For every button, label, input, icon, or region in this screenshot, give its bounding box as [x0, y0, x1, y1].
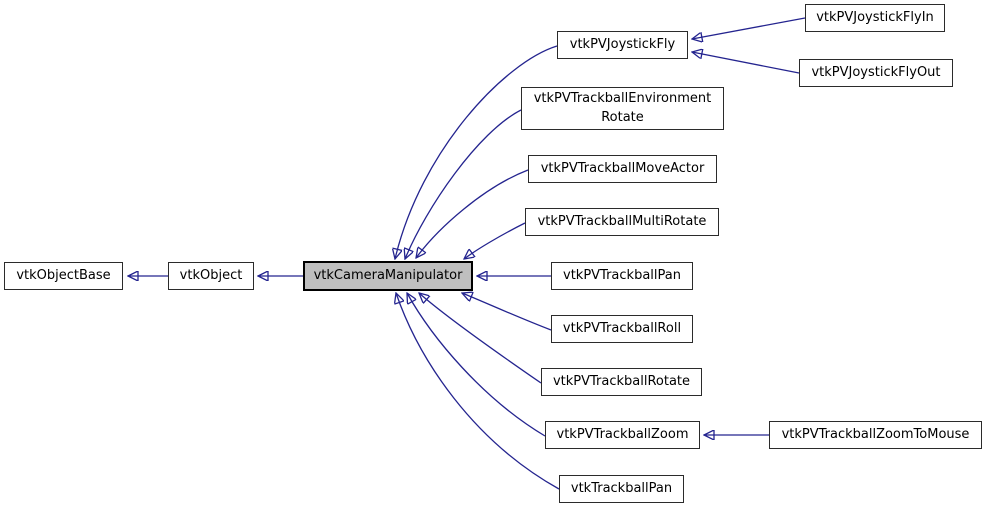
node-vtkPVJoystickFlyIn[interactable]: vtkPVJoystickFlyIn — [805, 4, 945, 32]
edge-vtkPVTrackballMultiRotate-to-vtkCameraManipulator — [464, 222, 526, 259]
node-vtkPVTrackballZoom[interactable]: vtkPVTrackballZoom — [545, 421, 700, 449]
node-vtkPVTrackballEnvironmentRotate[interactable]: vtkPVTrackballEnvironment Rotate — [521, 87, 724, 130]
node-vtkObject[interactable]: vtkObject — [168, 262, 254, 290]
node-label: vtkPVJoystickFlyIn — [816, 9, 934, 25]
edge-vtkPVJoystickFlyOut-to-vtkPVJoystickFly — [692, 52, 800, 74]
node-label: vtkPVTrackballRotate — [552, 373, 691, 389]
edge-vtkPVJoystickFlyIn-to-vtkPVJoystickFly — [692, 17, 806, 39]
node-label: vtkPVTrackballEnvironment Rotate — [533, 90, 712, 125]
node-label: vtkPVTrackballMultiRotate — [537, 213, 707, 229]
edge-vtkPVTrackballEnvironmentRotate-to-vtkCameraManipulator — [405, 109, 522, 259]
node-vtkCameraManipulator: vtkCameraManipulator — [303, 261, 473, 291]
node-vtkObjectBase[interactable]: vtkObjectBase — [4, 262, 123, 290]
node-vtkPVTrackballMoveActor[interactable]: vtkPVTrackballMoveActor — [528, 155, 717, 183]
node-label: vtkPVTrackballZoomToMouse — [781, 426, 970, 442]
node-label: vtkObjectBase — [16, 267, 111, 283]
node-label: vtkPVJoystickFlyOut — [811, 64, 941, 80]
node-vtkPVTrackballMultiRotate[interactable]: vtkPVTrackballMultiRotate — [525, 208, 719, 236]
node-label: vtkPVTrackballRoll — [562, 320, 682, 336]
node-vtkPVJoystickFlyOut[interactable]: vtkPVJoystickFlyOut — [799, 59, 953, 87]
node-vtkTrackballPan[interactable]: vtkTrackballPan — [559, 475, 684, 503]
node-vtkPVTrackballRoll[interactable]: vtkPVTrackballRoll — [551, 315, 693, 343]
node-label: vtkPVTrackballPan — [563, 267, 681, 283]
node-vtkPVJoystickFly[interactable]: vtkPVJoystickFly — [557, 31, 688, 59]
node-label: vtkPVJoystickFly — [569, 36, 676, 52]
edge-vtkPVTrackballMoveActor-to-vtkCameraManipulator — [416, 169, 529, 258]
node-label: vtkCameraManipulator — [313, 267, 463, 283]
edge-vtkPVJoystickFly-to-vtkCameraManipulator — [395, 45, 558, 259]
node-vtkPVTrackballPan[interactable]: vtkPVTrackballPan — [551, 262, 693, 290]
node-label: vtkObject — [179, 267, 243, 283]
node-label: vtkPVTrackballZoom — [556, 426, 689, 442]
node-vtkPVTrackballRotate[interactable]: vtkPVTrackballRotate — [541, 368, 702, 396]
node-vtkPVTrackballZoomToMouse[interactable]: vtkPVTrackballZoomToMouse — [769, 421, 982, 449]
edge-vtkPVTrackballRoll-to-vtkCameraManipulator — [462, 293, 552, 331]
node-label: vtkPVTrackballMoveActor — [540, 160, 705, 176]
edge-vtkTrackballPan-to-vtkCameraManipulator — [396, 293, 560, 490]
edge-vtkPVTrackballRotate-to-vtkCameraManipulator — [419, 293, 542, 384]
edge-vtkPVTrackballZoom-to-vtkCameraManipulator — [407, 293, 546, 437]
node-label: vtkTrackballPan — [570, 480, 673, 496]
